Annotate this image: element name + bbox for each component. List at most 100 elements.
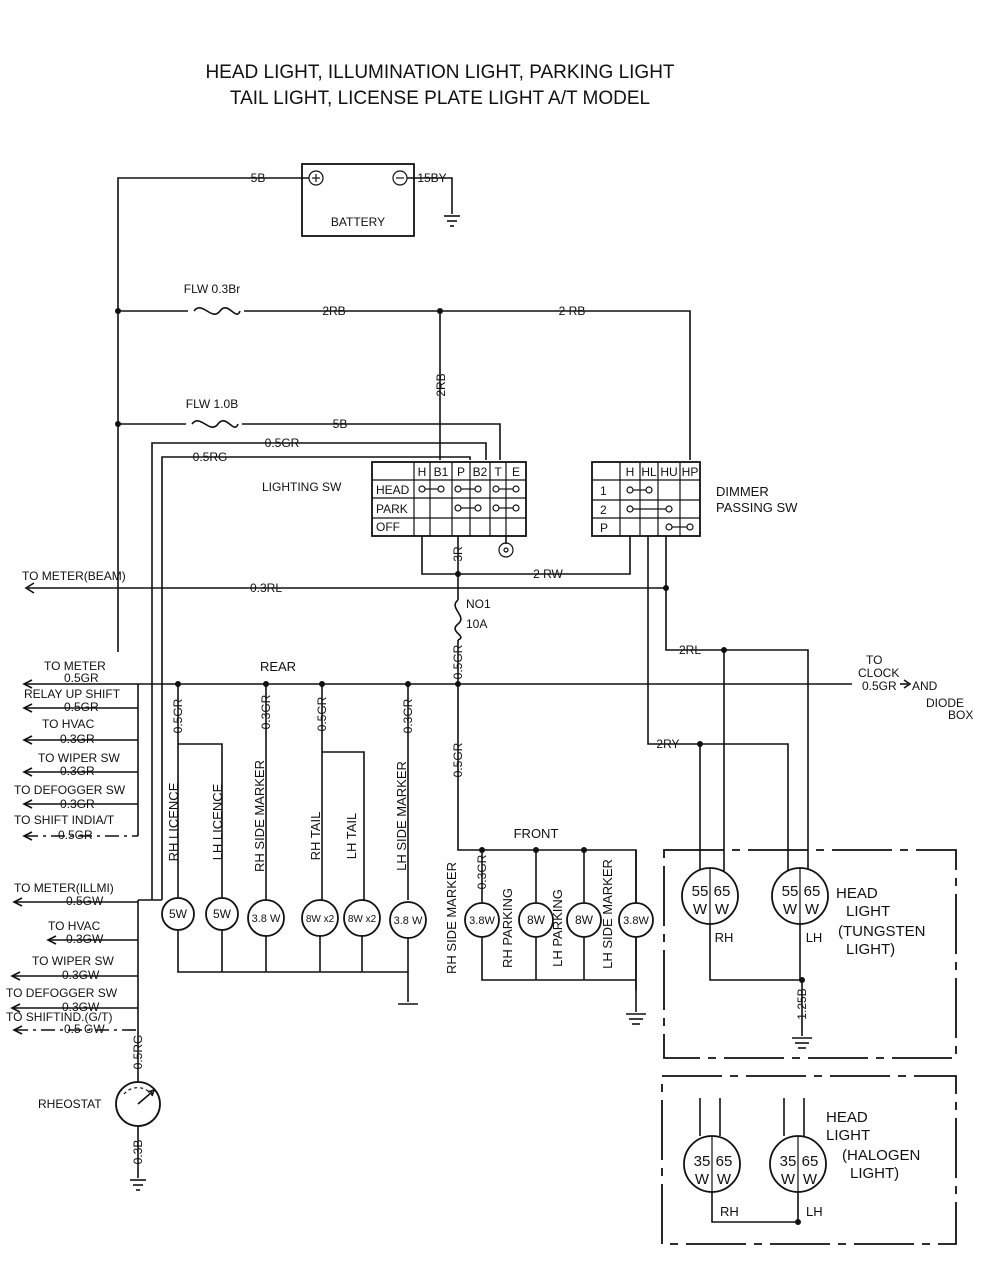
front-lamp-name-2: LH PARKING <box>550 889 565 967</box>
fuse-flw10-label: FLW 1.0B <box>186 397 238 411</box>
hal-label-0: HEAD <box>826 1109 868 1126</box>
ls-row-off: OFF <box>376 520 400 534</box>
rear-lamp-rating-1: 5W <box>213 907 232 921</box>
out-wiper-wire: 0.3GR <box>60 764 95 778</box>
title-line-1: HEAD LIGHT, ILLUMINATION LIGHT, PARKING … <box>205 62 674 83</box>
out-meter-illm-wire: 0.5GW <box>66 894 104 908</box>
wire-05rg-vert: 0.5RG <box>131 1035 145 1070</box>
wire-05rg: 0.5RG <box>193 450 228 464</box>
rear-lamp-rating-4: 8W x2 <box>348 914 377 925</box>
wire-5b-battery: 5B <box>251 171 266 185</box>
wire-2rb-vert: 2RB <box>434 373 448 396</box>
tung-rh-hi: 65 <box>714 883 731 900</box>
front-lamp-rating-0: 3.8W <box>469 915 495 927</box>
out-shift: TO SHIFT INDIA/T <box>14 813 115 827</box>
rear-lamp-name-1: LH LICENCE <box>210 783 225 860</box>
front-lamp-rating-1: 8W <box>527 913 546 927</box>
out-relay: RELAY UP SHIFT <box>24 687 121 701</box>
rear-lamp-bulbs: 5W 5W 3.8 W 8W x2 8W x2 3.8 W <box>161 897 427 939</box>
wire-front-03gr: 0.3GR <box>475 854 489 889</box>
hal-label-3: LIGHT) <box>850 1165 899 1182</box>
lighting-sw-label: LIGHTING SW <box>262 480 342 494</box>
tung-label-2: (TUNGSTEN <box>838 923 926 940</box>
fuse-icon <box>454 599 462 641</box>
out-relay-wire: 0.5GR <box>64 700 99 714</box>
to-clock-box: BOX <box>948 708 973 722</box>
wire-2rb-a: 2RB <box>322 304 345 318</box>
fuse-10a: 10A <box>466 617 487 631</box>
wire-05gr-vert: 0.5GR <box>451 644 465 679</box>
ground-icon <box>130 1179 146 1191</box>
out-wiper2-wire: 0.3GW <box>62 968 100 982</box>
tung-rh-unit-2: W <box>715 901 730 918</box>
ls-col-t: T <box>494 465 502 479</box>
out-wiper2: TO WIPER SW <box>32 954 114 968</box>
front-lamp-name-1: RH PARKING <box>500 888 515 968</box>
wire-5b: 5B <box>333 417 348 431</box>
dimmer-switch: H HL HU HP 1 2 P <box>591 461 701 537</box>
rheostat <box>115 1081 161 1127</box>
tung-label-0: HEAD <box>836 885 878 902</box>
fuse-flw03-label: FLW 0.3Br <box>184 282 240 296</box>
ls-col-b2: B2 <box>473 465 488 479</box>
hal-rh-side: RH <box>720 1204 739 1219</box>
ds-row-1: 1 <box>600 484 607 498</box>
rear-lamp-name-2: RH SIDE MARKER <box>252 760 267 872</box>
rear-label: REAR <box>260 659 296 674</box>
wire-05gr-vert2: 0.5GR <box>451 742 465 777</box>
hal-lh-side: LH <box>806 1204 823 1219</box>
to-clock-to: TO <box>866 653 882 667</box>
rear-lamp-rating-2: 3.8 W <box>252 913 281 925</box>
indicator-bulb-icon <box>498 542 514 558</box>
rear-lamp-rating-3: 8W x2 <box>306 914 335 925</box>
rear-lamp-rating-0: 5W <box>169 907 188 921</box>
front-label: FRONT <box>514 826 559 841</box>
rear-lamp-name-3: RH TAIL <box>308 812 323 861</box>
left-outputs-gr: TO METER 0.5GR RELAY UP SHIFT 0.5GR TO H… <box>14 659 138 842</box>
front-lamp-name-0: RH SIDE MARKER <box>444 862 459 974</box>
out-wiper: TO WIPER SW <box>38 751 120 765</box>
out-defogger2: TO DEFOGGER SW <box>6 986 118 1000</box>
out-shift2-wire: 0.5 GW <box>64 1022 105 1036</box>
wire-15by: 15BY <box>417 171 446 185</box>
left-outputs-gw: TO METER(ILLMI) 0.5GW TO HVAC 0.3GW TO W… <box>6 881 138 1036</box>
ds-row-2: 2 <box>600 503 607 517</box>
dimmer-label-2: PASSING SW <box>716 500 798 515</box>
wire-rear-05gr-2: 0.5GR <box>315 696 329 731</box>
headlight-tungsten-rh: 55 65 W W RH <box>681 867 739 945</box>
tung-rh-lo: 55 <box>692 883 709 900</box>
out-to-meter-wire: 0.5GR <box>64 671 99 685</box>
tung-label-3: LIGHT) <box>846 941 895 958</box>
out-defogger: TO DEFOGGER SW <box>14 783 126 797</box>
wire-125b: 1.25B <box>795 988 809 1019</box>
battery: BATTERY <box>301 163 415 237</box>
tung-rh-side: RH <box>715 930 734 945</box>
tung-lh-side: LH <box>806 930 823 945</box>
out-shift2: TO SHIFTIND.(G/T) <box>6 1010 112 1024</box>
tungsten-box <box>663 849 957 1059</box>
headlight-halogen-rh: 35 65 W W <box>683 1135 741 1193</box>
tung-lh-unit-1: W <box>783 901 798 918</box>
wire-3r: 3R <box>451 546 465 562</box>
fusible-link-icon <box>193 307 241 315</box>
dimmer-label-1: DIMMER <box>716 484 769 499</box>
front-lamp-bulbs: 3.8W 8W 8W 3.8W <box>464 902 654 938</box>
tung-lh-unit-2: W <box>805 901 820 918</box>
headlight-tungsten-lh: 55 65 W W LH <box>771 867 829 945</box>
ls-col-p: P <box>457 465 465 479</box>
lighting-switch: H B1 P B2 T E HEAD PARK OFF <box>371 461 527 537</box>
hal-rh-hi: 65 <box>716 1153 733 1170</box>
hal-rh-lo: 35 <box>694 1153 711 1170</box>
rear-lamp-rating-5: 3.8 W <box>394 915 423 927</box>
ls-col-e: E <box>512 465 520 479</box>
tung-lh-hi: 65 <box>804 883 821 900</box>
headlight-halogen-lh: 35 65 W W <box>769 1135 827 1193</box>
ds-row-p: P <box>600 521 608 535</box>
hal-label-1: LIGHT <box>826 1127 870 1144</box>
ls-col-h: H <box>418 465 427 479</box>
out-meter-illm: TO METER(ILLMI) <box>14 881 114 895</box>
hal-lh-unit-2: W <box>803 1171 818 1188</box>
out-defogger-wire: 0.3GR <box>60 797 95 811</box>
out-hvac2: TO HVAC <box>48 919 101 933</box>
